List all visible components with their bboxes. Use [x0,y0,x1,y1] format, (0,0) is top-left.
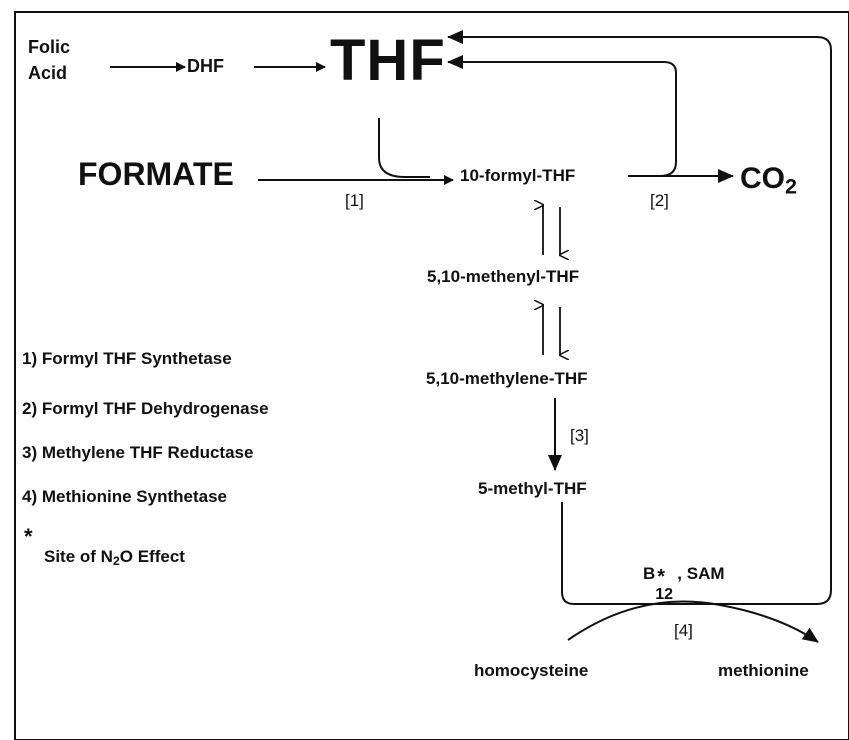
co2-subscript: 2 [785,173,798,199]
legend-item-3: 3) Methylene THF Reductase [22,443,254,462]
legend-item-2: 2) Formyl THF Dehydrogenase [22,399,269,418]
legend-note-subscript: 2 [112,554,120,569]
homocysteine-label: homocysteine [474,661,589,680]
methylene-thf-label: 5,10-methylene-THF [426,369,588,388]
legend-note-prefix: Site of N [44,547,113,566]
co2-label: CO2 [740,162,797,197]
legend-note-suffix: O Effect [119,547,185,566]
step-2-label: [2] [650,191,669,210]
co2-text: CO [740,162,785,195]
formyl-thf-label: 10-formyl-THF [460,166,576,185]
methyl-thf-label: 5-methyl-THF [478,479,587,498]
methionine-label: methionine [718,661,809,680]
legend-note-star: * [24,524,33,549]
folic-acid-label-line2: Acid [28,63,68,83]
cofactor-subscript: 12 [655,586,674,603]
frame-border [14,11,849,740]
arrow-thf-to-formyl [378,118,430,178]
legend-item-4: 4) Methionine Synthetase [22,487,227,506]
cofactor-rest: , SAM [677,564,725,583]
step-1-label: [1] [345,191,364,210]
arrow-methyl-thf-to-thf [447,30,832,605]
arrow-formyl-back-to-thf [447,55,677,177]
legend-item-1: 1) Formyl THF Synthetase [22,349,232,368]
cofactor-b: B [643,564,656,583]
legend-note: Site of N2O Effect [44,547,185,569]
formate-label: FORMATE [78,156,234,192]
dhf-label: DHF [187,56,224,76]
cofactor-star: * [657,566,666,588]
arrow-homocysteine-to-methionine [567,600,819,643]
thf-label: THF [330,28,446,93]
step-3-label: [3] [570,426,589,445]
cofactor-label: B*12, SAM [643,564,725,603]
methenyl-thf-label: 5,10-methenyl-THF [427,267,580,286]
folic-acid-label-line1: Folic [28,37,71,57]
step-4-label: [4] [674,621,693,640]
